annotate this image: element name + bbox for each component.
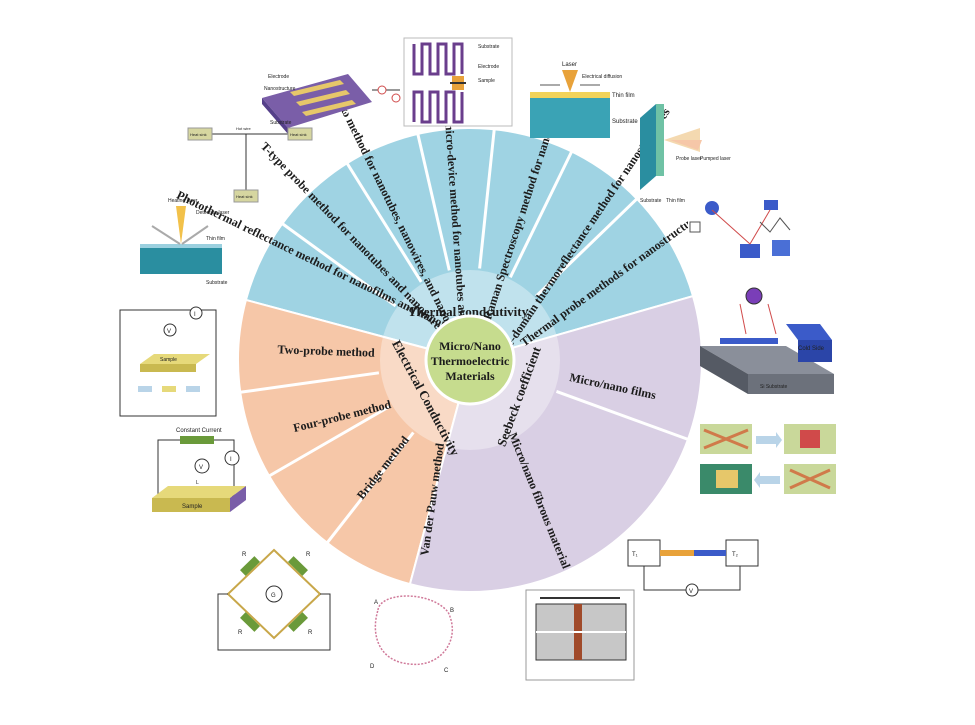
svg-text:Electrical diffusion: Electrical diffusion: [582, 74, 622, 80]
svg-text:Electrode: Electrode: [268, 74, 289, 80]
svg-text:T₁: T₁: [632, 552, 638, 558]
spoke-5: [535, 197, 638, 298]
svg-text:V: V: [167, 329, 171, 335]
spoke-4: [508, 150, 574, 278]
spoke-9: [555, 390, 689, 441]
svg-text:R: R: [238, 630, 243, 636]
illustration-van-der-pauw: A B C D: [370, 595, 454, 674]
svg-text:R: R: [242, 552, 247, 558]
svg-text:Probe laser: Probe laser: [676, 156, 702, 162]
svg-text:Heating laser: Heating laser: [168, 198, 198, 204]
spoke-0: [281, 222, 397, 308]
illustration-fiber-device: [525, 589, 635, 681]
svg-text:C: C: [444, 668, 449, 674]
svg-text:Substrate: Substrate: [612, 119, 638, 125]
svg-text:Heat sink: Heat sink: [236, 194, 253, 199]
illustration-seebeck-fiber: T₁ T₂ V: [627, 539, 759, 597]
svg-text:B: B: [450, 608, 454, 614]
svg-text:Heat sink: Heat sink: [290, 132, 307, 137]
svg-text:Pumped laser: Pumped laser: [700, 156, 731, 162]
illustration-seebeck-film: Cold Side Si Substrate: [700, 287, 834, 394]
spoke-6: [268, 404, 392, 478]
svg-text:T₂: T₂: [732, 552, 739, 558]
center-title-line-1: Micro/Nano: [439, 339, 501, 353]
center-circle: [424, 314, 516, 406]
svg-text:A: A: [374, 600, 378, 606]
thermal-sector-label: Thermal condcutivity: [408, 304, 529, 319]
svg-text:G: G: [271, 593, 276, 599]
svg-text:Substrate: Substrate: [206, 280, 228, 286]
illustration-four-probe: Constant Current V I L Sample: [152, 428, 246, 512]
svg-text:Detection laser: Detection laser: [196, 210, 230, 216]
svg-text:V: V: [689, 589, 693, 595]
svg-text:I: I: [194, 312, 196, 318]
spoke-1: [345, 162, 423, 283]
svg-text:Hot wire: Hot wire: [236, 126, 251, 131]
svg-text:D: D: [370, 664, 375, 670]
svg-text:L: L: [196, 480, 199, 486]
svg-text:Laser: Laser: [562, 62, 577, 68]
method-wheel: [237, 127, 703, 593]
illustration-two-probe: V I Sample: [119, 306, 217, 417]
center-title-line-2: Thermoelectric: [431, 354, 510, 368]
illustration-electrode-chip: Electrode Nanostructure Substrate: [262, 74, 401, 134]
svg-text:R: R: [308, 630, 313, 636]
svg-text:Sample: Sample: [160, 357, 177, 363]
svg-text:Nanostructure: Nanostructure: [264, 86, 296, 92]
svg-text:R: R: [306, 552, 311, 558]
spoke-2: [416, 133, 451, 271]
illustration-bridge: R R G R R: [217, 548, 331, 651]
spoke-3: [478, 129, 496, 269]
svg-text:Thin film: Thin film: [666, 198, 685, 204]
illustration-t-probe: Heat sink Hot wire Heat sink Heat sink: [187, 126, 313, 203]
svg-text:Electrode: Electrode: [478, 64, 499, 70]
illustration-pump-probe: Probe laser Pumped laser Substrate Thin …: [640, 104, 731, 204]
svg-text:Thin film: Thin film: [612, 93, 635, 99]
svg-text:Heat sink: Heat sink: [190, 132, 207, 137]
svg-text:V: V: [199, 465, 203, 471]
svg-text:Constant Current: Constant Current: [176, 428, 222, 434]
svg-text:I: I: [230, 457, 232, 463]
spoke-7: [240, 371, 380, 394]
illustration-optical-setup: [688, 196, 798, 268]
svg-text:Substrate: Substrate: [478, 44, 500, 50]
illustration-thin-film-laser: Laser Electrical diffusion Thin film Sub…: [530, 62, 638, 138]
illustration-microdevice: Substrate Electrode Sample: [403, 37, 513, 127]
svg-text:Cold Side: Cold Side: [798, 346, 825, 352]
illustration-photothermal: Heating laser Detection laser Thin film …: [140, 198, 230, 286]
svg-text:Thin film: Thin film: [206, 236, 225, 242]
center-title-line-3: Materials: [445, 369, 495, 383]
illustration-fabrication-steps: [700, 424, 836, 494]
svg-text:Substrate: Substrate: [270, 120, 292, 126]
svg-text:Sample: Sample: [478, 78, 495, 84]
method-two-probe: Two-probe method: [277, 342, 375, 359]
svg-text:Substrate: Substrate: [640, 198, 662, 204]
spokes: [240, 129, 689, 544]
spoke-8: [325, 431, 415, 544]
svg-text:Si Substrate: Si Substrate: [760, 384, 787, 390]
svg-text:Sample: Sample: [182, 504, 203, 510]
